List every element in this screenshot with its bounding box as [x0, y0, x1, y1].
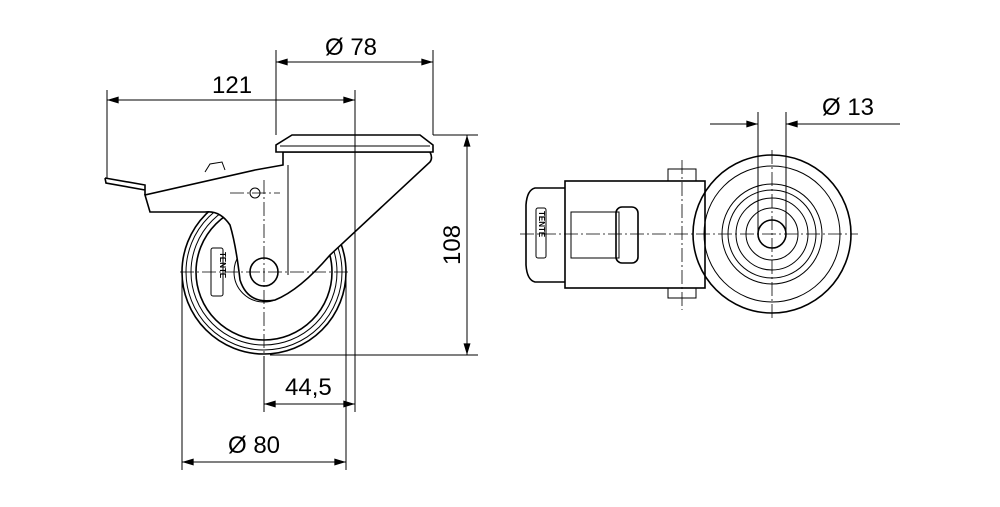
dim-swivel-offset: 44,5 — [285, 374, 332, 401]
dim-plate-diameter: Ø 78 — [325, 34, 377, 61]
brake-lever — [104, 177, 146, 195]
logo-text: TENTE — [218, 252, 227, 279]
brake-cap — [525, 187, 565, 283]
dimension-lines — [106, 50, 478, 470]
side-view: TENTE — [104, 134, 434, 356]
dim-wheel-diameter: Ø 80 — [228, 432, 280, 459]
front-view: TENTE — [520, 112, 900, 318]
logo-text-front: TENTE — [537, 211, 546, 238]
dim-height: 108 — [439, 225, 466, 265]
dim-bore-diameter: Ø 13 — [822, 94, 874, 121]
dim-offset-length: 121 — [212, 72, 252, 99]
